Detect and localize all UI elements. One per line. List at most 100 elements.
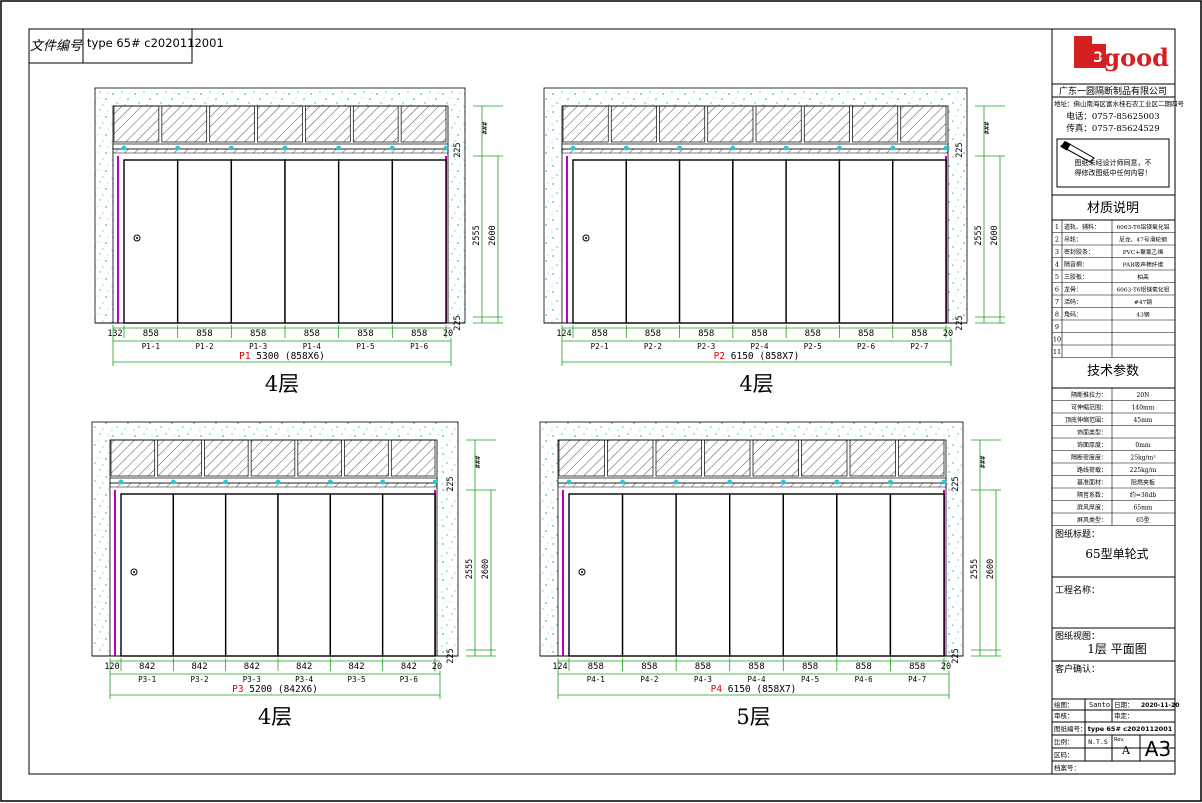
- panel-width-dim: 858: [805, 329, 821, 339]
- materials-row: 11: [1052, 348, 1175, 358]
- ceiling-beam: [801, 439, 848, 477]
- roller-mark: [380, 479, 386, 485]
- partition-panel: [391, 159, 447, 324]
- archive-label: 档案号：: [1054, 763, 1080, 772]
- doc-number-box: 文件编号 type 65# c2020112001: [28, 28, 224, 64]
- ceiling-beam: [849, 439, 896, 477]
- header-height-dim: ###: [979, 455, 987, 468]
- ceiling-beam: [204, 439, 249, 477]
- tech-row: 饰面类型：: [1052, 429, 1175, 439]
- panel-width-dim: 858: [196, 329, 212, 339]
- partition-panel: [572, 159, 627, 324]
- panel-label: P3-6: [400, 675, 419, 684]
- notice-line-1: 图纸未经设计师同意，不: [1075, 158, 1152, 167]
- tech-value: 20N: [1137, 392, 1150, 399]
- tech-row: 基准面材： 阻燃夹板: [1052, 479, 1175, 489]
- roller-mark: [730, 145, 736, 151]
- partition-panel: [729, 493, 784, 657]
- total-code: P3: [232, 684, 243, 695]
- roller-mark: [727, 479, 733, 485]
- total-code: P4: [711, 684, 723, 695]
- roller-mark: [620, 479, 625, 485]
- tech-value: 阻燃夹板: [1131, 479, 1155, 487]
- side-mid2-dim: 2600: [488, 225, 498, 245]
- roller-mark: [327, 479, 333, 485]
- roller-mark: [943, 145, 949, 151]
- panel-width-dim: 858: [411, 329, 427, 339]
- side-mid2-dim: 2600: [990, 225, 1000, 245]
- tech-name: 基准面材：: [1077, 479, 1107, 487]
- partition-panel: [785, 159, 841, 324]
- panel-label: P3-5: [347, 675, 365, 684]
- panel-width-dim: 858: [143, 329, 159, 339]
- panel-label: P4-2: [640, 675, 658, 684]
- material-no: 7: [1055, 298, 1059, 306]
- tech-row: 路线荷载：225kg/m: [1052, 466, 1175, 476]
- panel-width-dim: 858: [304, 329, 320, 339]
- side-top-dim: 225: [446, 476, 456, 491]
- header-height-dim: ###: [481, 121, 489, 134]
- floor-label: 4层: [739, 372, 773, 396]
- ceiling-beam: [110, 439, 156, 477]
- material-no: 9: [1055, 323, 1059, 331]
- material-value: 43钢: [1136, 311, 1149, 319]
- ceiling-beam: [390, 439, 436, 477]
- ceiling-beam: [250, 439, 296, 477]
- track: [561, 143, 949, 150]
- material-no: 5: [1055, 273, 1059, 281]
- signature-block: 绘图： Santo 日期： 2020-11-20 审核： 审定： 图纸编号： t…: [1052, 698, 1179, 772]
- material-no: 6: [1055, 286, 1059, 294]
- side-mid2-dim: 2600: [481, 559, 491, 579]
- material-name: 隔音棉：: [1064, 261, 1088, 269]
- tech-title: 技术参数: [1087, 363, 1139, 379]
- material-name: 密封胶条：: [1064, 248, 1094, 256]
- date-label: 日期：: [1114, 701, 1134, 709]
- panel-label: P2-1: [591, 342, 609, 351]
- ceiling-beam: [755, 105, 802, 143]
- inner-border: [28, 28, 1176, 775]
- roller-mark: [890, 145, 896, 151]
- ceiling-beam: [562, 105, 609, 143]
- ceiling-beam: [659, 105, 706, 143]
- left-offset-dim: 132: [107, 329, 122, 339]
- right-offset-dim: 20: [443, 329, 453, 339]
- material-value: 尼龙、47号滑轮钢: [1119, 236, 1167, 244]
- partition-panel: [732, 159, 787, 324]
- roller-mark: [780, 479, 786, 485]
- ceiling-beam: [803, 105, 850, 143]
- side-top-dim: 225: [951, 476, 961, 491]
- roller-mark: [118, 479, 124, 485]
- material-value: #47钢: [1134, 298, 1152, 306]
- panel-label: P4-3: [694, 675, 712, 684]
- panel-label: P1-4: [303, 342, 322, 351]
- tech-table: 隔断推拉力：20N可伸缩范围：140mm顶底伸缩范围：45mm饰面类型：饰面厚度…: [1052, 388, 1175, 526]
- roller-mark: [837, 145, 842, 151]
- material-value: 6063-T6铝镁氧化铝: [1116, 223, 1169, 231]
- partition-panel: [621, 493, 677, 657]
- tech-value: 225kg/m: [1130, 467, 1157, 474]
- ceiling-beam: [655, 439, 702, 477]
- panel-label: P2-7: [910, 342, 928, 351]
- material-no: 4: [1055, 261, 1059, 269]
- panel-label: P4-4: [747, 675, 766, 684]
- material-name: 角码：: [1064, 311, 1082, 319]
- partition-panel: [172, 493, 227, 657]
- panel-label: P2-2: [644, 342, 662, 351]
- tech-row: 饰面厚度：0mm: [1052, 441, 1175, 451]
- panel-width-dim: 858: [856, 662, 872, 672]
- panel-label: P2-4: [750, 342, 769, 351]
- approve-label: 审定：: [1114, 711, 1134, 720]
- side-mid2-dim: 2600: [986, 559, 996, 579]
- company-fax: 传真：0757-85624529: [1066, 123, 1159, 134]
- floor-label: 4层: [258, 705, 292, 729]
- partition-panel: [224, 493, 279, 657]
- date-value: 2020-11-20: [1141, 702, 1179, 709]
- panel-label: P3-3: [243, 675, 261, 684]
- side-bot-dim: 225: [453, 315, 463, 330]
